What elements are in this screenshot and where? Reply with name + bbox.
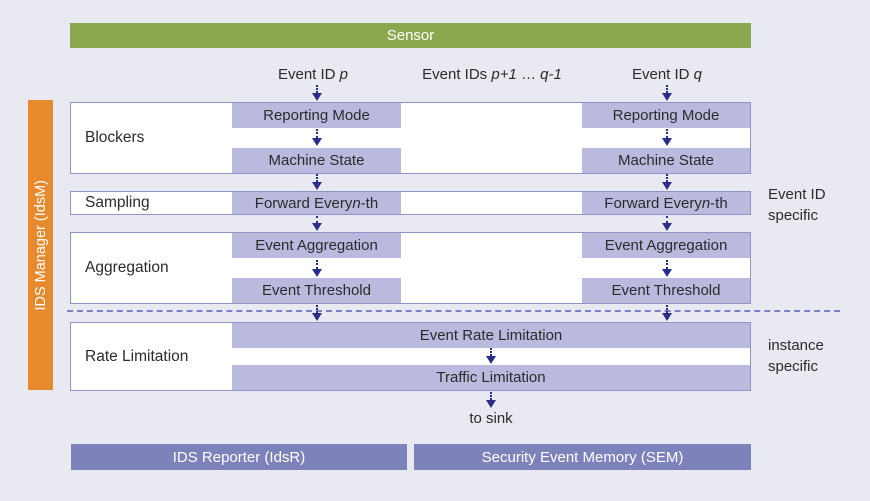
arrow-down-icon [485,348,497,364]
forward-every-nth-module-q: Forward Every n-th [582,192,750,214]
aggregation-row-label: Aggregation [85,259,169,276]
forward-suffix: -th [360,194,379,212]
event-aggregation-module-q: Event Aggregation [582,233,750,258]
event-ids-range-var1: p+1 [491,66,517,83]
arrow-down-icon [311,85,323,101]
forward-every-nth-module-p: Forward Every n-th [232,192,401,214]
arrow-down-icon [661,305,673,321]
blockers-row-label: Blockers [85,129,145,146]
forward-text: Forward Every [604,194,702,212]
arrow-down-icon [661,129,673,146]
forward-suffix: -th [710,194,728,212]
security-event-memory-label: Security Event Memory (SEM) [481,448,684,466]
event-id-specific-line2: specific [768,207,819,224]
arrow-down-icon [485,392,497,408]
security-event-memory-bar: Security Event Memory (SEM) [414,444,751,470]
blockers-row: Blockers Reporting Mode Reporting Mode M… [70,102,751,174]
machine-state-module-p: Machine State [232,148,401,173]
sampling-row-label: Sampling [85,194,150,211]
arrow-down-icon [311,260,323,277]
sampling-row: Sampling Forward Every n-th Forward Ever… [70,191,751,215]
traffic-limitation-module: Traffic Limitation [232,365,750,390]
event-id-specific-line1: Event ID [768,186,826,203]
arrow-down-icon [661,85,673,101]
event-id-q-var: q [693,66,703,83]
ids-manager-label: IDS Manager (IdsM) [32,179,49,311]
reporting-mode-module-q: Reporting Mode [582,103,750,128]
arrow-down-icon [661,260,673,277]
event-id-q-label: Event ID q [632,66,702,83]
ids-reporter-label: IDS Reporter (IdsR) [172,448,306,466]
event-threshold-module-p: Event Threshold [232,278,401,303]
event-instance-divider-line [67,310,840,312]
instance-specific-line2: specific [768,358,819,375]
arrow-down-icon [311,305,323,321]
instance-specific-line1: instance [768,337,824,354]
arrow-down-icon [311,129,323,146]
forward-var: n [352,194,361,212]
event-aggregation-module-p: Event Aggregation [232,233,401,258]
event-ids-range-var2: q-1 [540,66,562,83]
arrow-down-icon [661,174,673,190]
event-ids-range-text: Event IDs [422,66,492,83]
event-ids-range-sep: … [516,66,541,83]
event-ids-range-label: Event IDs p+1 … q-1 [422,66,562,83]
reporting-mode-module-p: Reporting Mode [232,103,401,128]
instance-specific-label: instance specific [768,335,824,377]
aggregation-row: Aggregation Event Aggregation Event Aggr… [70,232,751,304]
ids-manager-sidebar: IDS Manager (IdsM) [28,100,53,390]
ids-reporter-bar: IDS Reporter (IdsR) [71,444,407,470]
event-threshold-module-q: Event Threshold [582,278,750,303]
forward-var: n [701,194,711,212]
arrow-down-icon [311,216,323,231]
forward-text: Forward Every [254,194,353,212]
rate-limitation-row-label: Rate Limitation [85,347,189,365]
event-id-p-text: Event ID [277,66,340,83]
event-rate-limitation-module: Event Rate Limitation [232,323,750,348]
to-sink-label: to sink [469,410,513,427]
event-id-p-var: p [339,66,349,83]
event-id-p-label: Event ID p [278,66,348,83]
event-id-specific-label: Event ID specific [768,184,826,226]
sensor-bar: Sensor [70,23,751,48]
arrow-down-icon [311,174,323,190]
machine-state-module-q: Machine State [582,148,750,173]
sensor-label: Sensor [386,27,435,44]
event-id-q-text: Event ID [631,66,694,83]
rate-limitation-row: Rate Limitation Event Rate Limitation Tr… [70,322,751,391]
arrow-down-icon [661,216,673,231]
